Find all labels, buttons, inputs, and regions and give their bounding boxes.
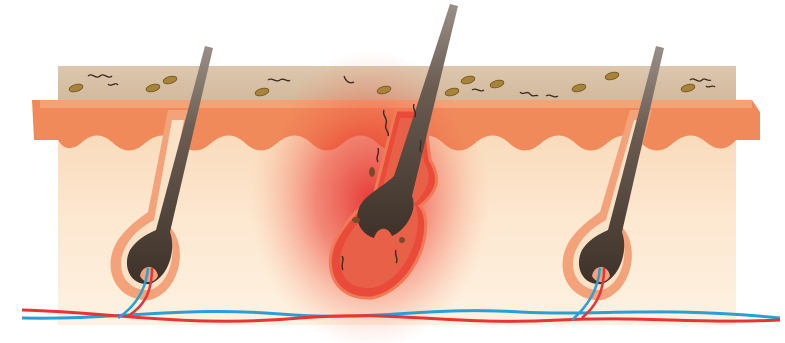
bacteria-dot: [369, 167, 375, 177]
bacteria-dot: [399, 237, 405, 243]
bacteria-dot: [352, 217, 360, 223]
